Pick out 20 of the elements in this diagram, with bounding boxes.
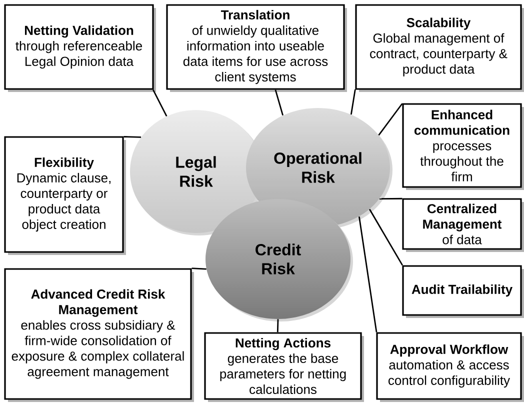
connector-line xyxy=(350,89,356,115)
callout-box: Netting Validation through referenceable Legal Opinion data xyxy=(4,4,156,92)
callout-box: Enhanced communication processes throughout the firm xyxy=(402,103,524,190)
callout-box: Scalability Global management of contract, counterparty & product data xyxy=(355,4,524,92)
callout-box: Approval Workflow automation & access control configurability xyxy=(376,332,524,402)
connector-line xyxy=(276,319,279,332)
connector-line xyxy=(358,216,378,332)
connector-line xyxy=(152,89,168,117)
callout-box: Audit Trailability xyxy=(402,265,524,318)
connector-line xyxy=(274,90,284,116)
connector-line xyxy=(192,268,206,270)
connector-line xyxy=(124,136,142,138)
connector-line xyxy=(368,208,403,266)
callout-box: Netting Actions generates the base parameters for netting calculations xyxy=(204,332,364,402)
callout-box: Translation of unwieldy qualitative information into useable data items for use across client systems xyxy=(166,4,347,92)
callout-box: Flexibility Dynamic clause, counterparty or product data object creation xyxy=(4,136,126,255)
connector-line xyxy=(378,103,403,136)
connector-line xyxy=(379,198,402,200)
callout-box: Centralized Management of data xyxy=(402,198,524,252)
callout-box: Advanced Credit Risk Management enables cross subsidiary & firm-wide consolidation of exposure & complex collateral agreement management xyxy=(4,268,194,402)
